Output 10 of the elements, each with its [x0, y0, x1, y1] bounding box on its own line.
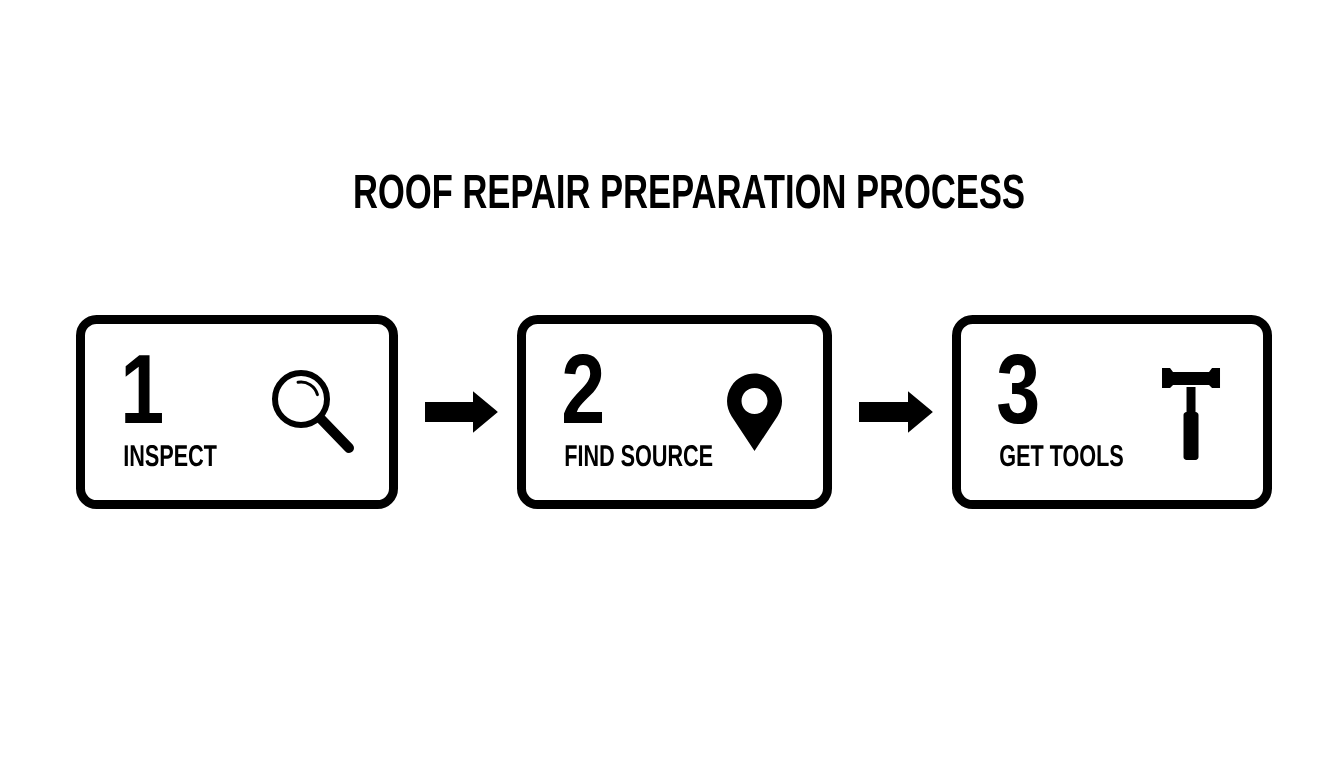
step-label: INSPECT: [124, 445, 217, 467]
step-label: FIND SOURCE: [565, 445, 713, 467]
title: ROOF REPAIR PREPARATION PROCESS: [355, 174, 1024, 209]
step-label: GET TOOLS: [1000, 445, 1123, 467]
process-box: [952, 315, 1272, 509]
process-box: [517, 315, 832, 509]
step-number: 3: [998, 354, 1038, 425]
step-number: 1: [125, 355, 162, 423]
step-number: 2: [564, 354, 602, 423]
process-box: [76, 315, 398, 509]
